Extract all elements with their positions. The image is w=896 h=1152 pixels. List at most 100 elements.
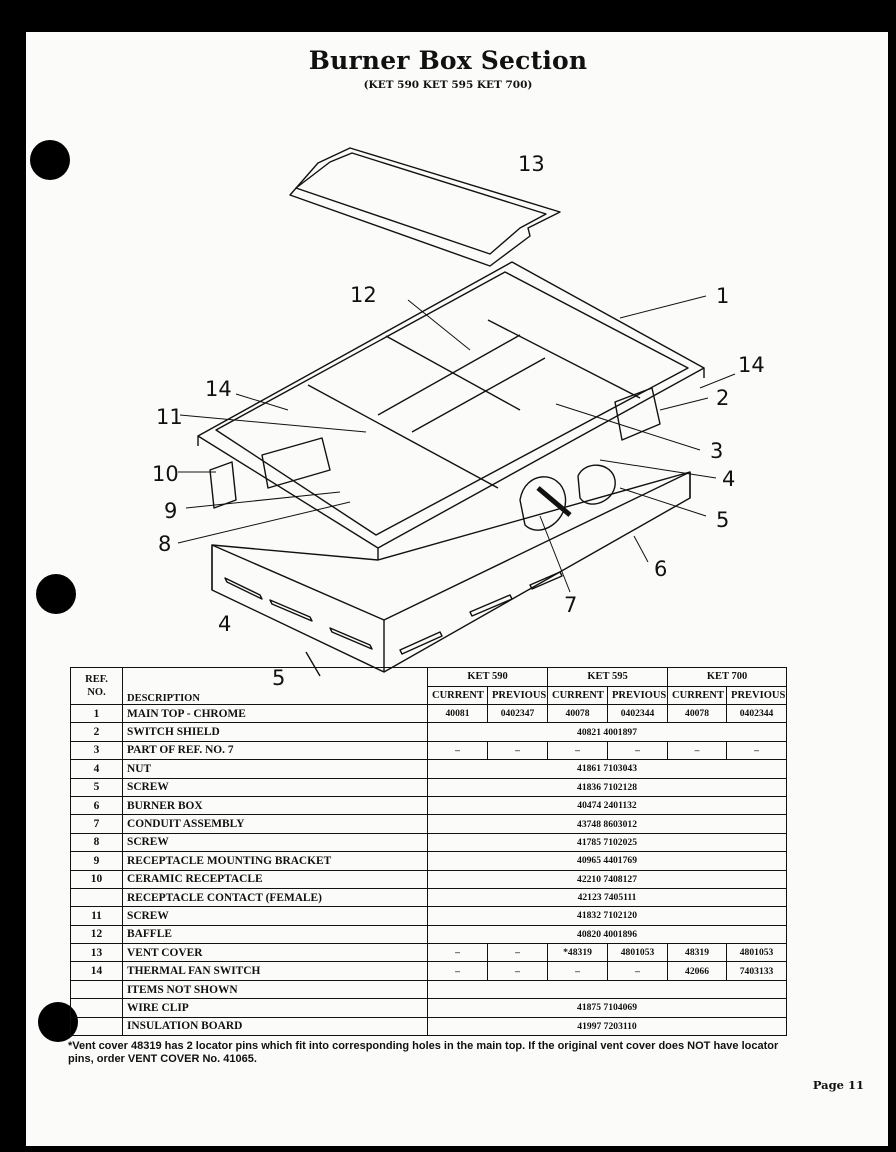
ref-number: 9 <box>70 851 123 871</box>
shared-part-code <box>426 979 788 1000</box>
ref-number: 5 <box>70 777 123 797</box>
shared-part-code: 42123 7405111 <box>426 887 788 908</box>
sub-previous: PREVIOUS <box>607 685 669 705</box>
callout-10: 10 <box>152 462 179 486</box>
ref-number: 13 <box>70 943 123 963</box>
part-description: VENT COVER <box>122 943 428 963</box>
part-code: 0402344 <box>726 703 788 724</box>
sub-current: CURRENT <box>667 685 728 705</box>
part-description: SCREW <box>122 832 428 853</box>
exploded-diagram: 13 12 1 14 2 14 11 3 10 4 9 5 8 6 7 4 5 <box>152 147 765 690</box>
part-description: RECEPTACLE CONTACT (FEMALE) <box>122 887 428 908</box>
callout-9: 9 <box>164 499 177 523</box>
part-code: 7403133 <box>726 961 788 981</box>
shared-part-code: 43748 8603012 <box>426 814 788 834</box>
ref-number <box>70 998 123 1018</box>
part-code: 42066 <box>667 961 728 981</box>
shared-part-code: 41785 7102025 <box>426 832 788 853</box>
callout-14-left: 14 <box>205 377 232 401</box>
callout-7: 7 <box>564 593 577 617</box>
ref-number: 4 <box>70 759 123 779</box>
sub-current: CURRENT <box>547 685 609 705</box>
shared-part-code: 41832 7102120 <box>426 906 788 926</box>
footnote: *Vent cover 48319 has 2 locator pins whi… <box>68 1040 779 1065</box>
callout-2: 2 <box>716 386 729 410</box>
ref-number <box>70 979 123 1000</box>
header-ket595: KET 595 <box>547 667 669 687</box>
ceramic-receptacle-part <box>209 461 237 509</box>
part-description: CERAMIC RECEPTACLE <box>122 869 428 889</box>
ref-number: 2 <box>70 722 123 742</box>
callout-4-left: 4 <box>218 612 231 636</box>
shared-part-code: 40821 4001897 <box>426 722 788 742</box>
part-code: 0402347 <box>486 703 549 724</box>
part-description: CONDUIT ASSEMBLY <box>122 814 428 834</box>
part-description: PART OF REF. NO. 7 <box>122 740 428 761</box>
part-code: 40078 <box>547 703 609 724</box>
part-description: MAIN TOP - CHROME <box>122 703 428 724</box>
binder-hole-top <box>30 140 70 180</box>
table-row: RECEPTACLE CONTACT (FEMALE)42123 7405111 <box>70 887 788 908</box>
part-code: – <box>726 740 788 761</box>
part-description: BURNER BOX <box>122 795 428 816</box>
table-header-row: REF. NO. DESCRIPTION KET 590 KET 595 KET… <box>70 667 788 705</box>
page-subtitle: (KET 590 KET 595 KET 700) <box>363 79 533 91</box>
part-description: INSULATION BOARD <box>122 1016 428 1037</box>
callout-12: 12 <box>350 283 377 307</box>
part-description: ITEMS NOT SHOWN <box>122 979 428 1000</box>
binder-hole-middle <box>36 574 76 614</box>
ref-number: 14 <box>70 961 123 981</box>
part-code: 48319 <box>667 943 728 963</box>
shared-part-code: 40965 4401769 <box>426 851 788 871</box>
part-code: – <box>607 961 669 981</box>
header-ket590: KET 590 <box>426 667 549 687</box>
ref-number: 11 <box>70 906 123 926</box>
ref-number: 8 <box>70 832 123 853</box>
conduit-assembly-part <box>519 476 567 531</box>
part-code: 0402344 <box>607 703 669 724</box>
callout-1: 1 <box>716 284 729 308</box>
part-code: 40078 <box>667 703 728 724</box>
table-row: ITEMS NOT SHOWN <box>70 979 788 1000</box>
part-description: SCREW <box>122 777 428 797</box>
callout-11: 11 <box>156 405 183 429</box>
callout-13: 13 <box>518 152 545 176</box>
part-code: – <box>667 740 728 761</box>
main-top-part <box>197 261 705 560</box>
part-code: – <box>427 740 488 761</box>
part-description: THERMAL FAN SWITCH <box>122 961 428 981</box>
burner-box-part <box>211 471 691 673</box>
part-code: – <box>427 961 488 981</box>
part-code: – <box>427 943 488 963</box>
part-description: RECEPTACLE MOUNTING BRACKET <box>122 851 428 871</box>
part-description: BAFFLE <box>122 924 428 945</box>
part-description: NUT <box>122 759 428 779</box>
sub-previous: PREVIOUS <box>726 685 788 705</box>
part-code: *48319 <box>547 943 609 963</box>
shared-part-code: 41875 7104069 <box>426 998 788 1018</box>
callout-5-right: 5 <box>716 508 729 532</box>
part-code: – <box>607 740 669 761</box>
part-code: – <box>547 740 609 761</box>
table-subheader-row: CURRENT PREVIOUS CURRENT PREVIOUS CURREN… <box>71 685 788 705</box>
ref-number: 3 <box>70 740 123 761</box>
part-code: – <box>486 943 549 963</box>
shared-part-code: 41997 7203110 <box>426 1016 788 1037</box>
callout-14-right: 14 <box>738 353 765 377</box>
shared-part-code: 41836 7102128 <box>426 777 788 797</box>
part-code: – <box>486 961 549 981</box>
shared-part-code: 41861 7103043 <box>426 759 788 779</box>
